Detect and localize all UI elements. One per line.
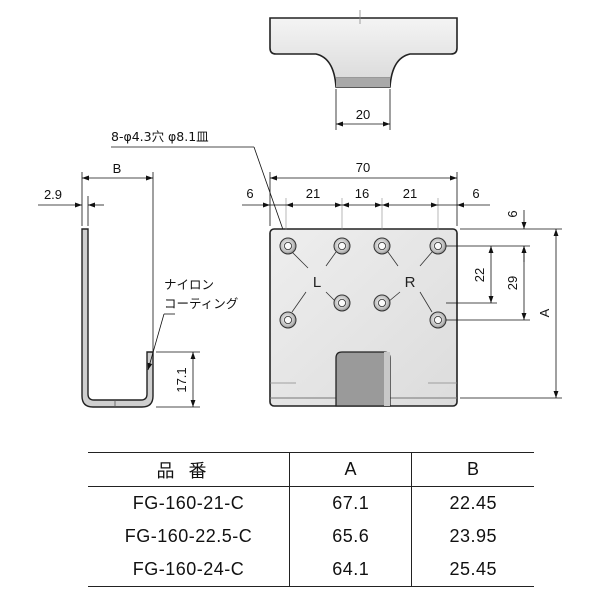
table-row: FG-160-22.5-C 65.6 23.95 <box>88 520 534 553</box>
note-text-line2: コーティング <box>164 296 238 311</box>
hole-2 <box>333 237 351 255</box>
dim-text-22: 22 <box>472 268 487 282</box>
hole-1 <box>279 237 297 255</box>
dim-text-16: 16 <box>355 186 369 201</box>
dim-text-edge-left: 6 <box>246 186 253 201</box>
hole-8 <box>429 311 447 329</box>
cell-a: 64.1 <box>288 553 412 587</box>
dim-text-29: 29 <box>505 276 520 290</box>
top-view-outline <box>269 17 458 88</box>
dim-text-21-b: 21 <box>403 186 417 201</box>
dim-text-a: A <box>537 308 552 317</box>
dim-text-top-edge: 6 <box>505 210 520 217</box>
top-view: 20 <box>269 10 458 130</box>
table-header-row: 品番 A B <box>88 452 534 487</box>
hole-7 <box>373 294 391 312</box>
hole-callout-text: 8-φ4.3穴 φ8.1皿 <box>111 129 209 144</box>
dim-text-21-a: 21 <box>306 186 320 201</box>
dim-text-thickness: 2.9 <box>44 187 62 202</box>
dim-text-b: B <box>113 161 122 176</box>
hole-callout: 8-φ4.3穴 φ8.1皿 <box>111 129 288 242</box>
cell-part-number: FG-160-24-C <box>88 553 290 587</box>
header-a: A <box>288 452 412 487</box>
header-part-number: 品番 <box>88 452 290 487</box>
header-b: B <box>411 452 534 487</box>
front-view: L R <box>242 160 562 407</box>
cell-part-number: FG-160-21-C <box>132 493 245 513</box>
note-text-line1: ナイロン <box>164 277 214 292</box>
spec-table: 品番 A B FG-160-21-C 67.1 22.45 FG-160-22.… <box>88 452 534 587</box>
dim-text-70: 70 <box>356 160 370 175</box>
label-left: L <box>313 274 321 291</box>
side-view: B 2.9 ナイロン コーティング 17.1 <box>38 161 238 408</box>
hole-4 <box>429 237 447 255</box>
technical-drawing: 20 8-φ4.3穴 φ8.1皿 B 2.9 ナイロン コーティング 17.1 <box>38 10 562 408</box>
cell-b: 23.95 <box>411 520 534 553</box>
side-view-profile <box>81 228 154 408</box>
cell-a: 67.1 <box>288 486 412 520</box>
front-view-notch <box>335 351 391 407</box>
hole-3 <box>373 237 391 255</box>
dim-text-17-1: 17.1 <box>174 367 189 392</box>
dim-text-20: 20 <box>356 107 370 122</box>
cell-a: 65.6 <box>288 520 412 553</box>
hole-6 <box>333 294 351 312</box>
table-row: FG-160-24-C 64.1 25.45 <box>88 553 534 587</box>
dim-text-edge-right: 6 <box>472 186 479 201</box>
label-right: R <box>405 274 416 291</box>
cell-b: 25.45 <box>411 553 534 587</box>
mounting-holes <box>279 237 447 329</box>
hole-5 <box>279 311 297 329</box>
cell-b: 22.45 <box>411 486 534 520</box>
table-row: FG-160-21-C 67.1 22.45 <box>88 486 534 520</box>
cell-part-number: FG-160-22.5-C <box>124 526 253 546</box>
